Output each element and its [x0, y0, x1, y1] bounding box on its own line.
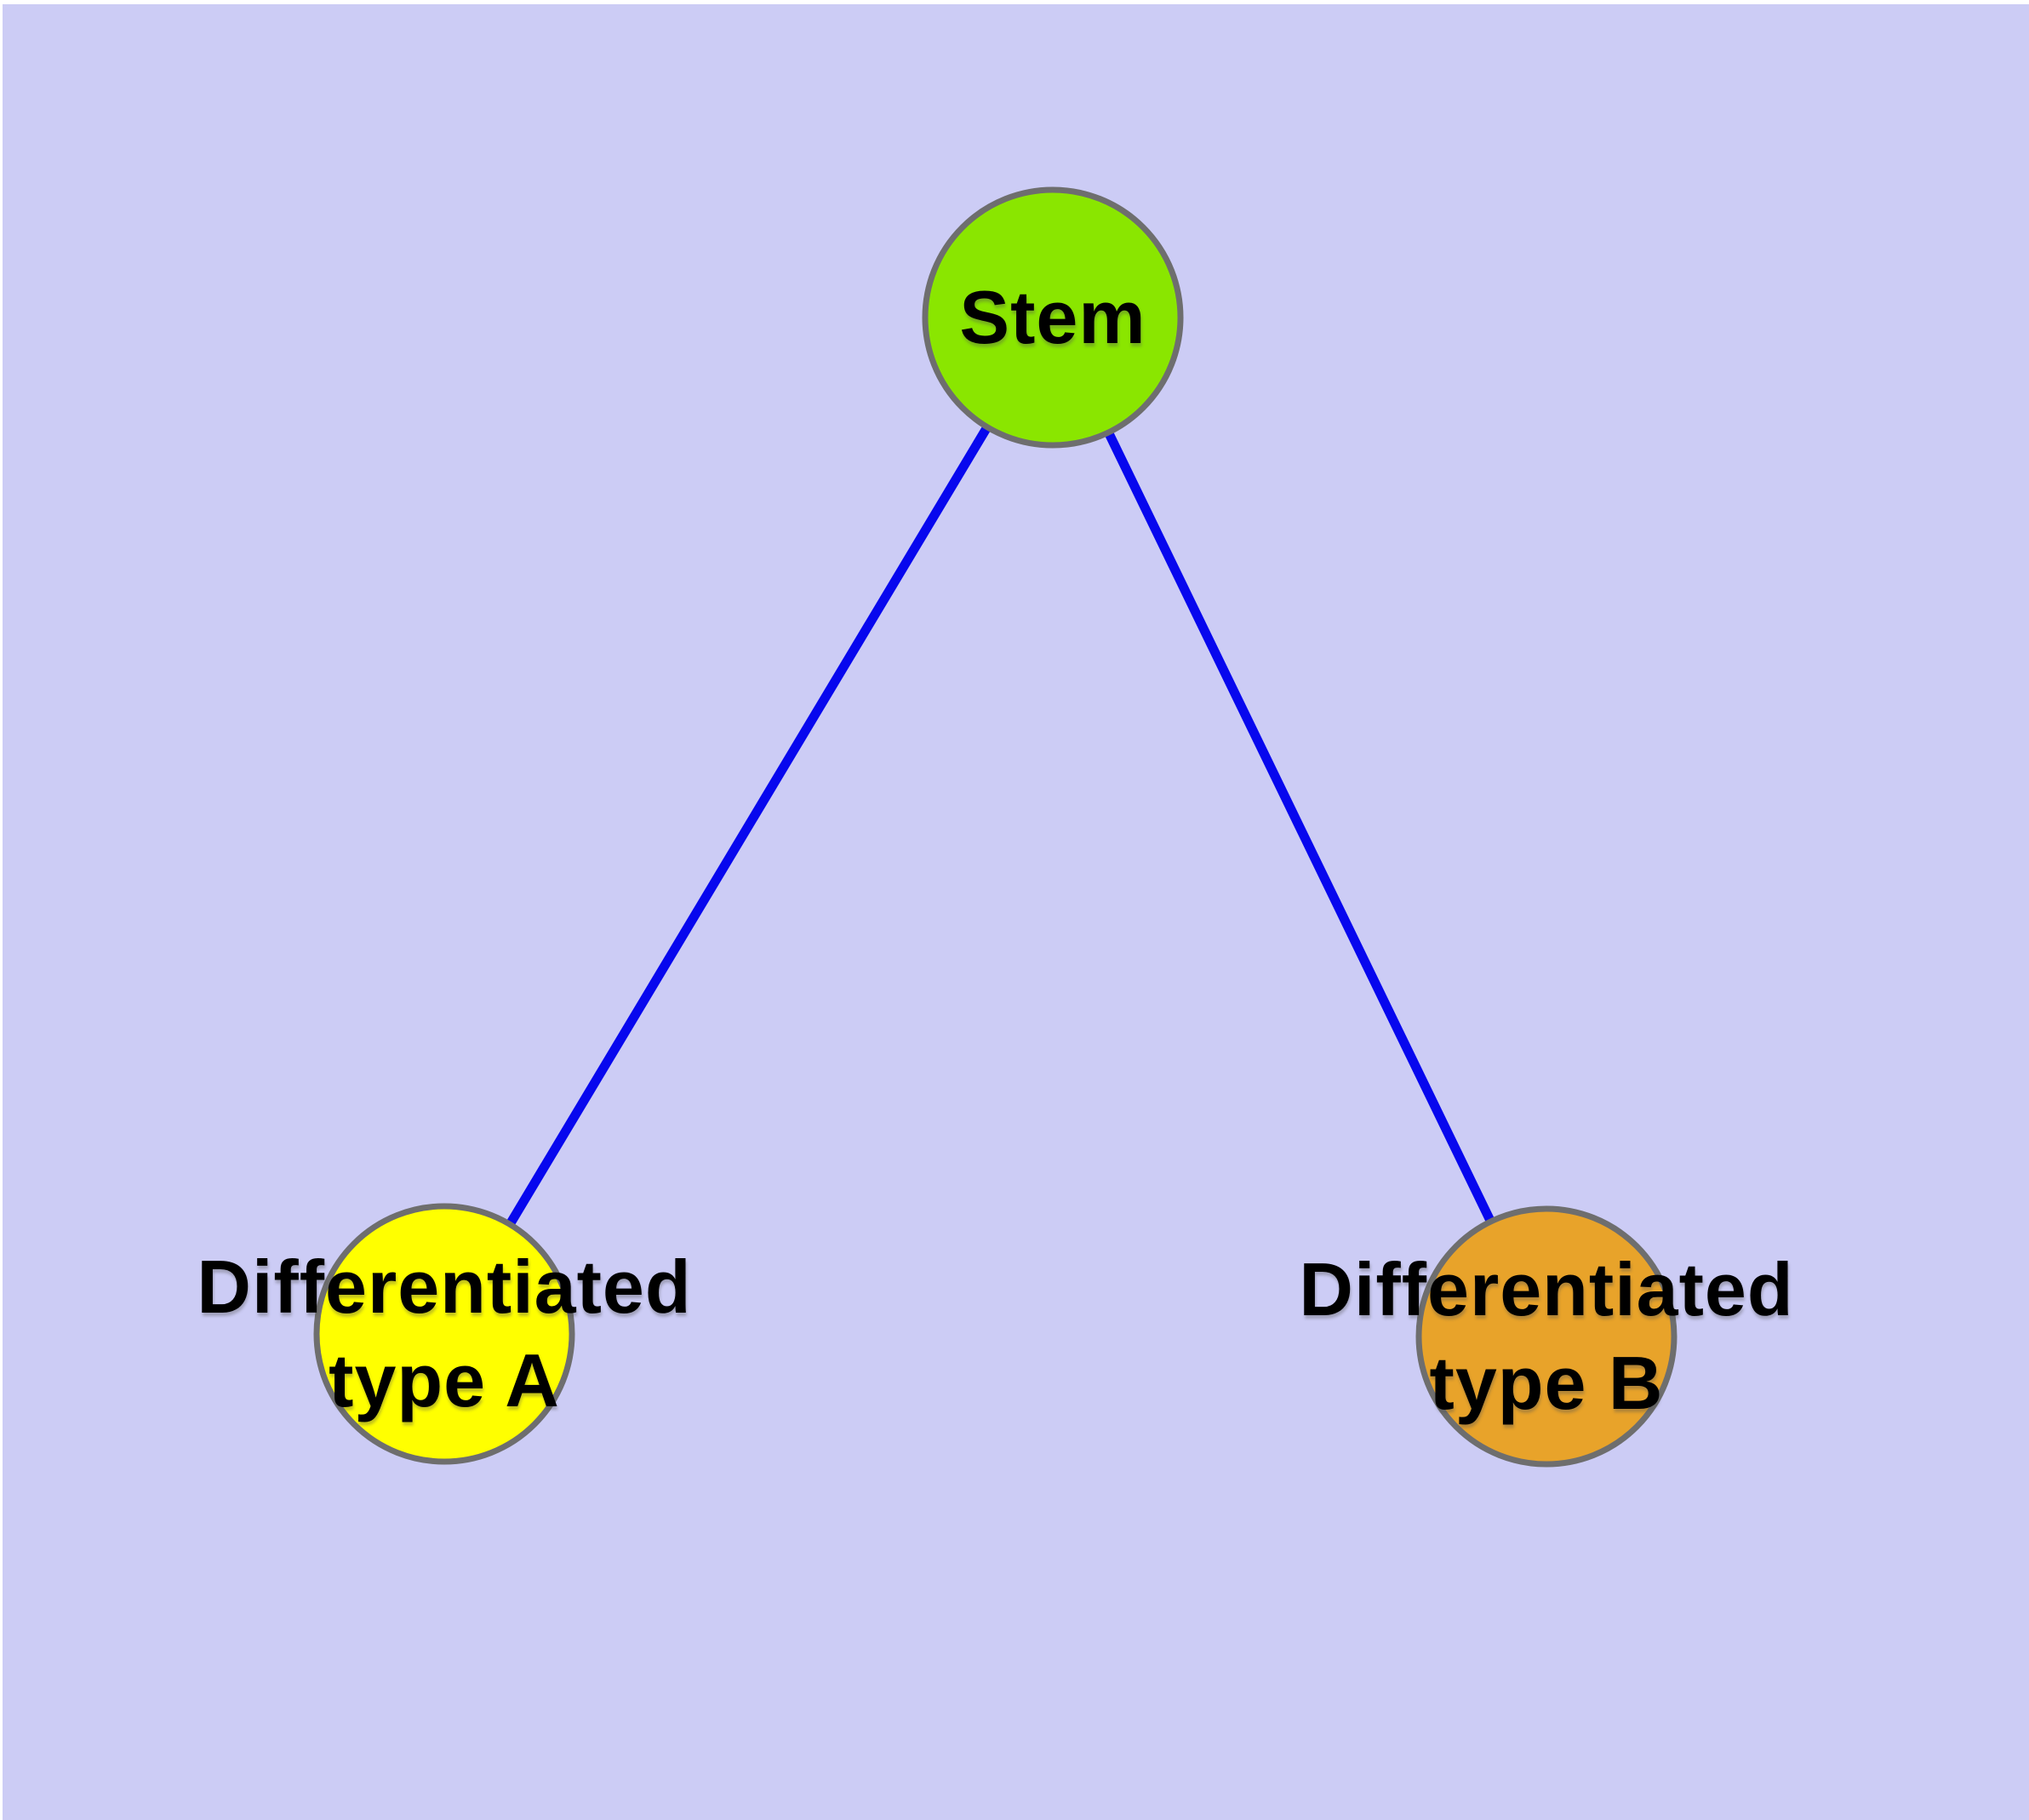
- edge-stem-to-differentiated-type-a: [440, 315, 1057, 1336]
- node-circle-differentiated-type-b: [1415, 1205, 1677, 1468]
- node-circle-stem: [922, 186, 1184, 449]
- edge-stem-to-differentiated-type-b: [1049, 315, 1551, 1339]
- node-circle-differentiated-type-a: [313, 1203, 575, 1465]
